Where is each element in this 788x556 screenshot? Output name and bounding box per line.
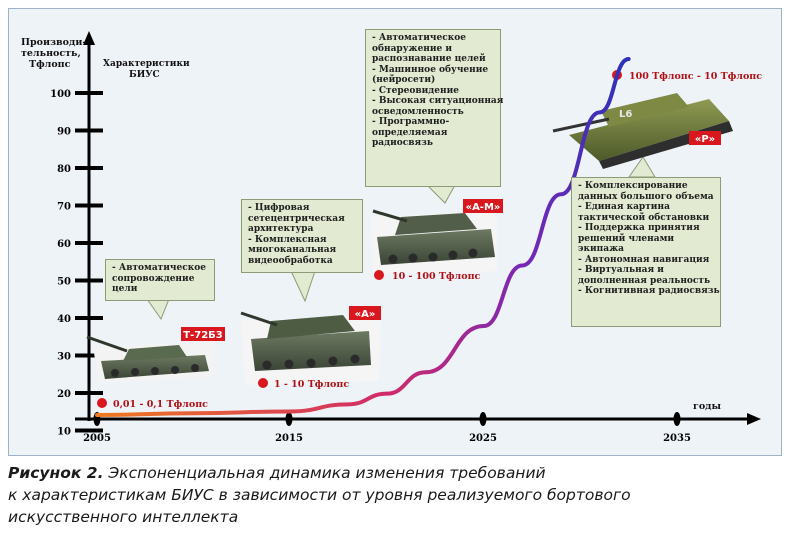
y-tick-label: 10 (57, 427, 71, 438)
y-axis-label-line3: Тфлопс (29, 59, 71, 70)
x-axis-arrow (747, 413, 761, 425)
svg-text:L6: L6 (619, 109, 632, 120)
feature-line: сетецентрическая (248, 213, 345, 224)
tank-label-2: «А» (355, 309, 376, 320)
caption-text-3: искусственного интеллекта (8, 508, 239, 526)
callout-pointer-3 (425, 184, 456, 204)
x-tick-mark (673, 412, 681, 426)
feature-line: решений членами (578, 233, 675, 244)
feature-line: тактической обстановки (578, 212, 710, 223)
y-tick-label: 30 (57, 352, 71, 363)
tank-label-bg-2 (349, 306, 381, 320)
y-tick-label: 40 (57, 314, 71, 325)
feature-line: определяемая (372, 127, 448, 138)
feature-line: - Когнитивная радиосвязь (578, 286, 720, 296)
feature-line: распознавание целей (372, 54, 486, 64)
callout-pointer-1 (146, 298, 170, 321)
feature-line: - Поддержка принятия (578, 223, 700, 233)
tank-label-3: «А-М» (466, 202, 501, 213)
feature-line: радиосвязь (372, 138, 434, 148)
y-tick-label: 70 (57, 202, 71, 213)
feature-line: - Единая картина (578, 202, 670, 212)
flops-marker-3 (374, 270, 384, 280)
caption-text-1: Экспоненциальная динамика изменения треб… (108, 464, 546, 482)
feature-line: - Автономная навигация (578, 254, 710, 265)
tank-label-bg-1 (181, 327, 225, 341)
y-axis-arrow (83, 31, 95, 45)
feature-line: архитектура (248, 224, 314, 234)
flops-label-2: 1 - 10 Тфлопс (274, 379, 349, 390)
tank-label-1: Т-72Б3 (183, 330, 223, 341)
y-tick-label: 20 (57, 389, 71, 400)
tank-am-image (371, 209, 497, 275)
y-tick-label: 50 (57, 277, 71, 288)
feature-line: (нейросети) (372, 75, 436, 85)
feature-line: - Автоматическое (372, 33, 466, 43)
caption-line-1: Рисунок 2. Экспоненциальная динамика изм… (8, 462, 780, 484)
y-tick-label: 60 (57, 239, 71, 250)
feature-line: экипажа (578, 244, 624, 254)
feature-line: - Машинное обучение (372, 64, 489, 75)
y-axis-label-line1: Производи- (21, 37, 86, 48)
tank-t72b3-image (86, 335, 215, 383)
feature-line: видеообработка (248, 255, 333, 266)
feature-line: обнаружение и (372, 43, 453, 54)
tank-label-bg-4 (689, 131, 721, 145)
feature-line: - Виртуальная и (578, 265, 664, 275)
feature-line: цели (112, 284, 138, 294)
feature-line: многоканальная (248, 245, 337, 255)
flops-label-4: 100 Тфлопс - 10 Тфлопс (629, 71, 762, 82)
x-tick-mark (479, 412, 487, 426)
feature-line: - Стереовидение (372, 85, 459, 96)
x-tick-label: 2025 (469, 433, 497, 444)
feature-line: - Комплексная (248, 234, 327, 245)
feature-line: дополненная реальность (578, 275, 711, 286)
flops-label-1: 0,01 - 0,1 Тфлопс (113, 399, 208, 410)
figure-caption: Рисунок 2. Экспоненциальная динамика изм… (8, 462, 780, 528)
char-label-line1: Характеристики (103, 59, 190, 69)
feature-line: - Комплексирование (578, 181, 688, 191)
flops-marker-2 (258, 378, 268, 388)
x-tick-label: 2015 (275, 433, 303, 444)
caption-prefix: Рисунок 2. (8, 464, 104, 482)
exponential-curve (95, 57, 631, 417)
x-tick-label: 2035 (663, 433, 691, 444)
x-tick-mark (285, 412, 293, 426)
y-tick-label: 80 (57, 164, 71, 175)
y-tick-label: 100 (50, 89, 71, 100)
feature-line: - Высокая ситуационная (372, 96, 504, 106)
chart-svg: 100 90 80 70 60 50 40 30 20 10 2005 2015 2025 2035 П… (21, 31, 762, 444)
y-axis-label-line2: тельность, (21, 48, 81, 59)
tank-a-image (240, 311, 381, 385)
caption-text-2: к характеристикам БИУС в зависимости от … (8, 486, 631, 504)
x-axis-label: годы (693, 401, 721, 412)
feature-line: - Автоматическое (112, 263, 206, 273)
feature-line: данных большого объема (578, 191, 714, 202)
tank-label-bg-3 (463, 199, 503, 213)
tank-label-4: «Р» (695, 134, 715, 145)
feature-line: осведомленность (372, 106, 464, 117)
flops-label-3: 10 - 100 Тфлопс (392, 271, 481, 282)
char-label-line2: БИУС (129, 70, 160, 80)
feature-line: - Программно- (372, 117, 450, 127)
callout-pointer-2 (290, 270, 316, 303)
feature-line: сопровождение (112, 273, 195, 284)
y-tick-label: 90 (57, 127, 71, 138)
flops-marker-1 (97, 398, 107, 408)
figure-panel: 100 90 80 70 60 50 40 30 20 10 2005 2015 2025 2035 П… (8, 8, 782, 456)
feature-line: - Цифровая (248, 203, 310, 213)
x-tick-label: 2005 (83, 433, 111, 444)
